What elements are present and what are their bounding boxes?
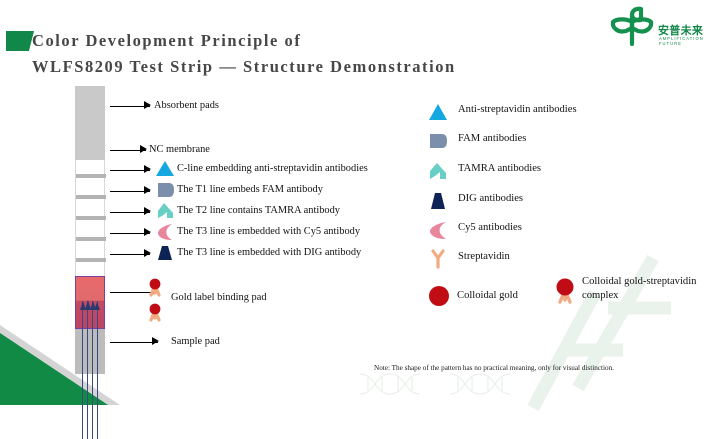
arrow-teal-icon [430, 163, 446, 179]
page-title-line2: WLFS8209 Test Strip — Structure Demonstr… [32, 57, 456, 76]
colloidal-gold-streptavidin-icon [556, 278, 574, 304]
arrow-t3-cy5-line [110, 228, 151, 238]
page-title: Color Development Principle of WLFS8209 … [32, 28, 592, 80]
annotation-sample-pad: Sample pad [171, 336, 220, 347]
gold-streptavidin-pair-icon [149, 278, 161, 322]
legend-item-gold-streptavidin-complex [554, 276, 576, 316]
legend-item-streptavidin: Streptavidin [427, 249, 697, 271]
legend-item-cy5: Cy5 antibodies [427, 220, 697, 242]
slide-canvas: Color Development Principle of WLFS8209 … [0, 6, 714, 439]
arrow-absorbent-pads [110, 101, 151, 111]
title-accent-bar [6, 31, 34, 51]
legend-label: FAM antibodies [458, 133, 527, 144]
annotation-t2-line: The T2 line contains TAMRA antibody [177, 205, 340, 216]
arrow-sample-pad [110, 337, 159, 347]
square-slate-icon [158, 183, 174, 197]
triangle-cyan-icon [156, 161, 174, 176]
logo-name-cn: 安普未来 [658, 24, 704, 37]
legend-item-fam: FAM antibodies [427, 131, 697, 153]
page-title-line1: Color Development Principle of [32, 31, 302, 50]
streptavidin-y-icon [431, 249, 445, 269]
annotation-c-line: C-line embedding anti-streptavidin antib… [177, 163, 368, 174]
trapezoid-navy-icon [431, 193, 445, 209]
crescent-pink-icon [158, 224, 172, 240]
logo-name-en: AMPLIFICATION FUTURE [659, 36, 704, 46]
gold-aggregate-icon [80, 300, 100, 310]
colloidal-gold-icon [429, 286, 449, 306]
strip-absorbent-pad [75, 86, 105, 160]
arrow-t1-line [110, 186, 151, 196]
legend-label: Anti-streptavidin antibodies [458, 104, 577, 115]
arrow-t3-dig-line [110, 249, 151, 259]
dna-watermark [359, 373, 511, 395]
annotation-t1-line: The T1 line embeds FAM antibody [177, 184, 323, 195]
legend-item-anti-streptavidin: Anti-streptavidin antibodies [427, 102, 697, 124]
legend-label: DIG antibodies [458, 193, 524, 204]
square-slate-icon [430, 134, 447, 148]
legend-label: Cy5 antibodies [458, 222, 522, 233]
strip-gold-label-binding-pad [75, 276, 105, 329]
trapezoid-navy-icon [158, 246, 172, 260]
legend-item-colloidal-gold [427, 284, 451, 308]
arrow-nc-membrane [110, 145, 147, 155]
annotation-nc-membrane: NC membrane [149, 144, 210, 155]
strip-sample-pad [75, 329, 105, 374]
strip-line-t2 [76, 216, 106, 220]
footer-note: Note: The shape of the pattern has no pr… [374, 364, 614, 372]
legend-label-gold-complex-line2: complex [582, 290, 619, 301]
strip-line-c [76, 174, 106, 178]
strip-nc-membrane [75, 160, 106, 276]
strip-line-t3 [76, 237, 106, 241]
test-strip [75, 86, 106, 439]
crescent-pink-icon [430, 222, 446, 239]
legend-label: TAMRA antibodies [458, 163, 542, 174]
arrow-c-line [110, 165, 151, 175]
annotation-t3-cy5: The T3 line is embedded with Cy5 antibod… [177, 226, 361, 237]
arrow-t2-line [110, 207, 151, 217]
capillary-flow-lines [82, 301, 99, 439]
legend-label-gold-complex-line1: Colloidal gold-streptavidin [582, 276, 697, 287]
brand-logo: 安普未来 AMPLIFICATION FUTURE [606, 6, 714, 48]
legend-label-colloidal-gold: Colloidal gold [457, 290, 518, 301]
legend-label: Streptavidin [458, 251, 510, 262]
legend-item-tamra: TAMRA antibodies [427, 161, 697, 183]
annotation-absorbent-pads: Absorbent pads [154, 100, 219, 111]
legend-item-dig: DIG antibodies [427, 191, 697, 213]
arrow-teal-icon [158, 203, 173, 218]
triangle-cyan-icon [429, 104, 447, 120]
annotation-gold-label-binding-pad: Gold label binding pad [171, 292, 267, 303]
wheat-plant-icon [610, 6, 654, 46]
strip-line-t1 [76, 195, 106, 199]
strip-line-t4 [76, 258, 106, 262]
annotation-t3-dig: The T3 line is embedded with DIG antibod… [177, 247, 362, 258]
